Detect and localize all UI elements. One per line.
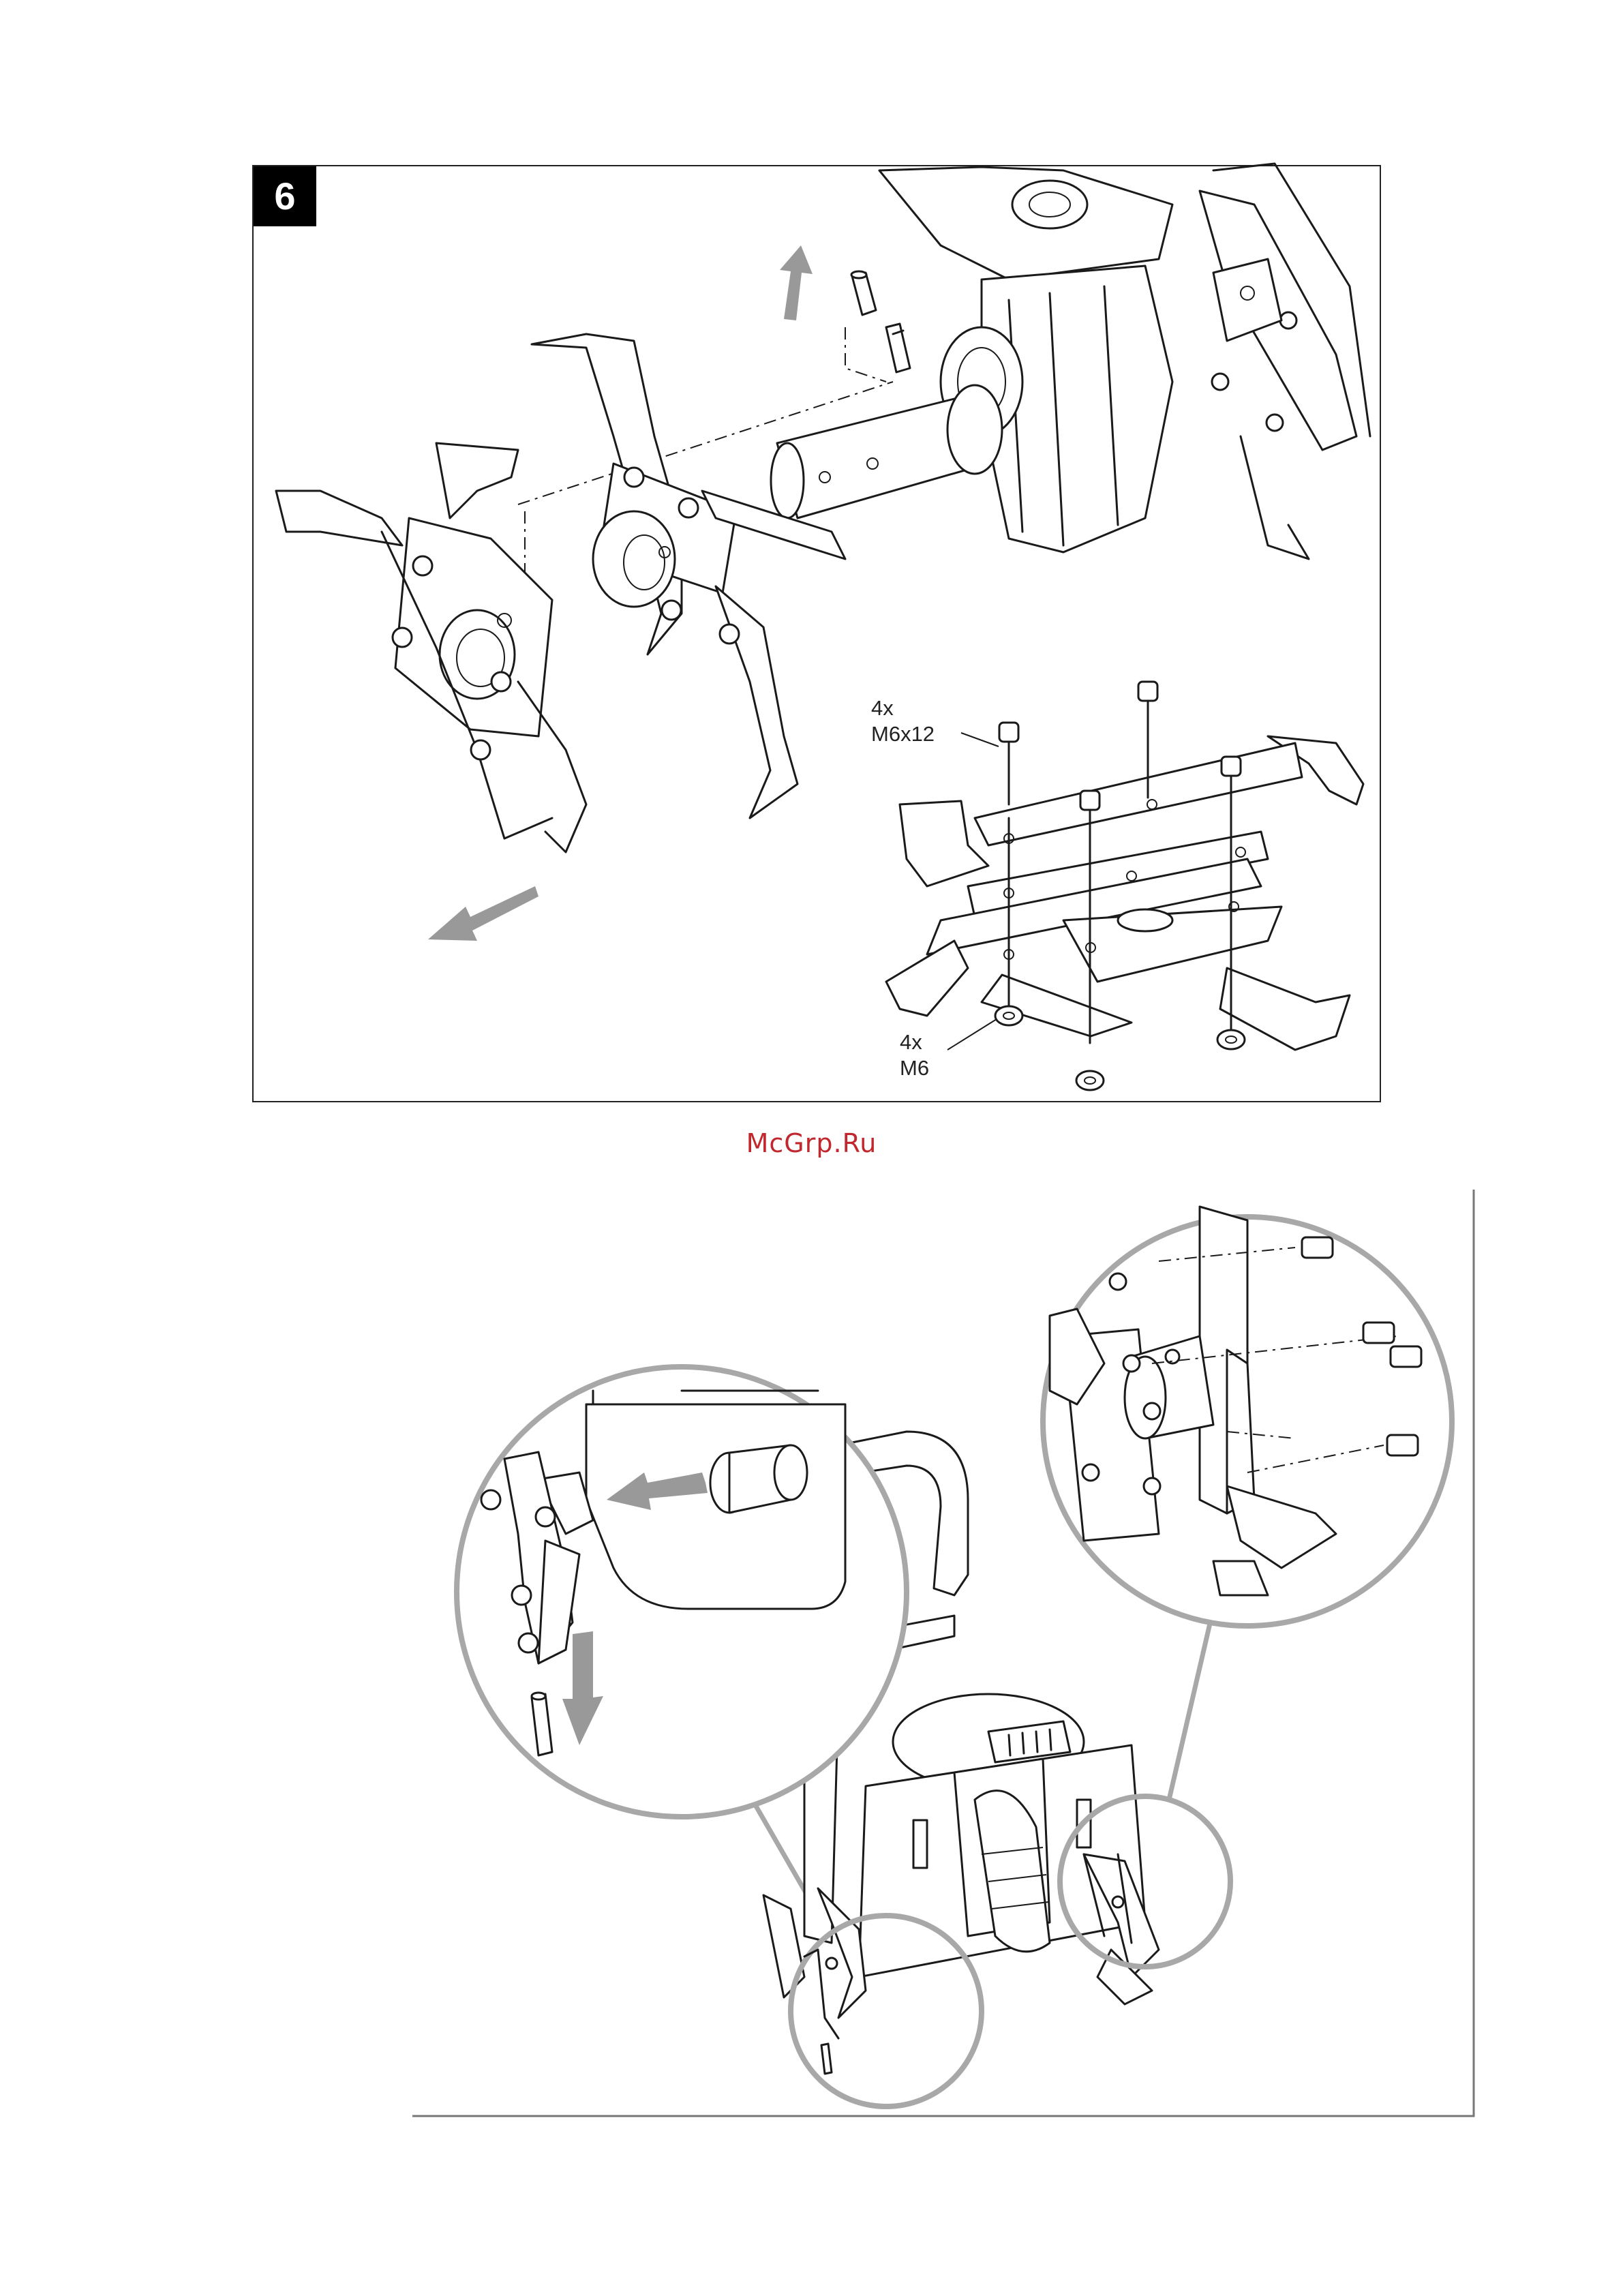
motor-drawing — [859, 1694, 1145, 1977]
zoom-detail-left — [457, 1367, 907, 1817]
zoom-detail-right — [1043, 1207, 1452, 1626]
